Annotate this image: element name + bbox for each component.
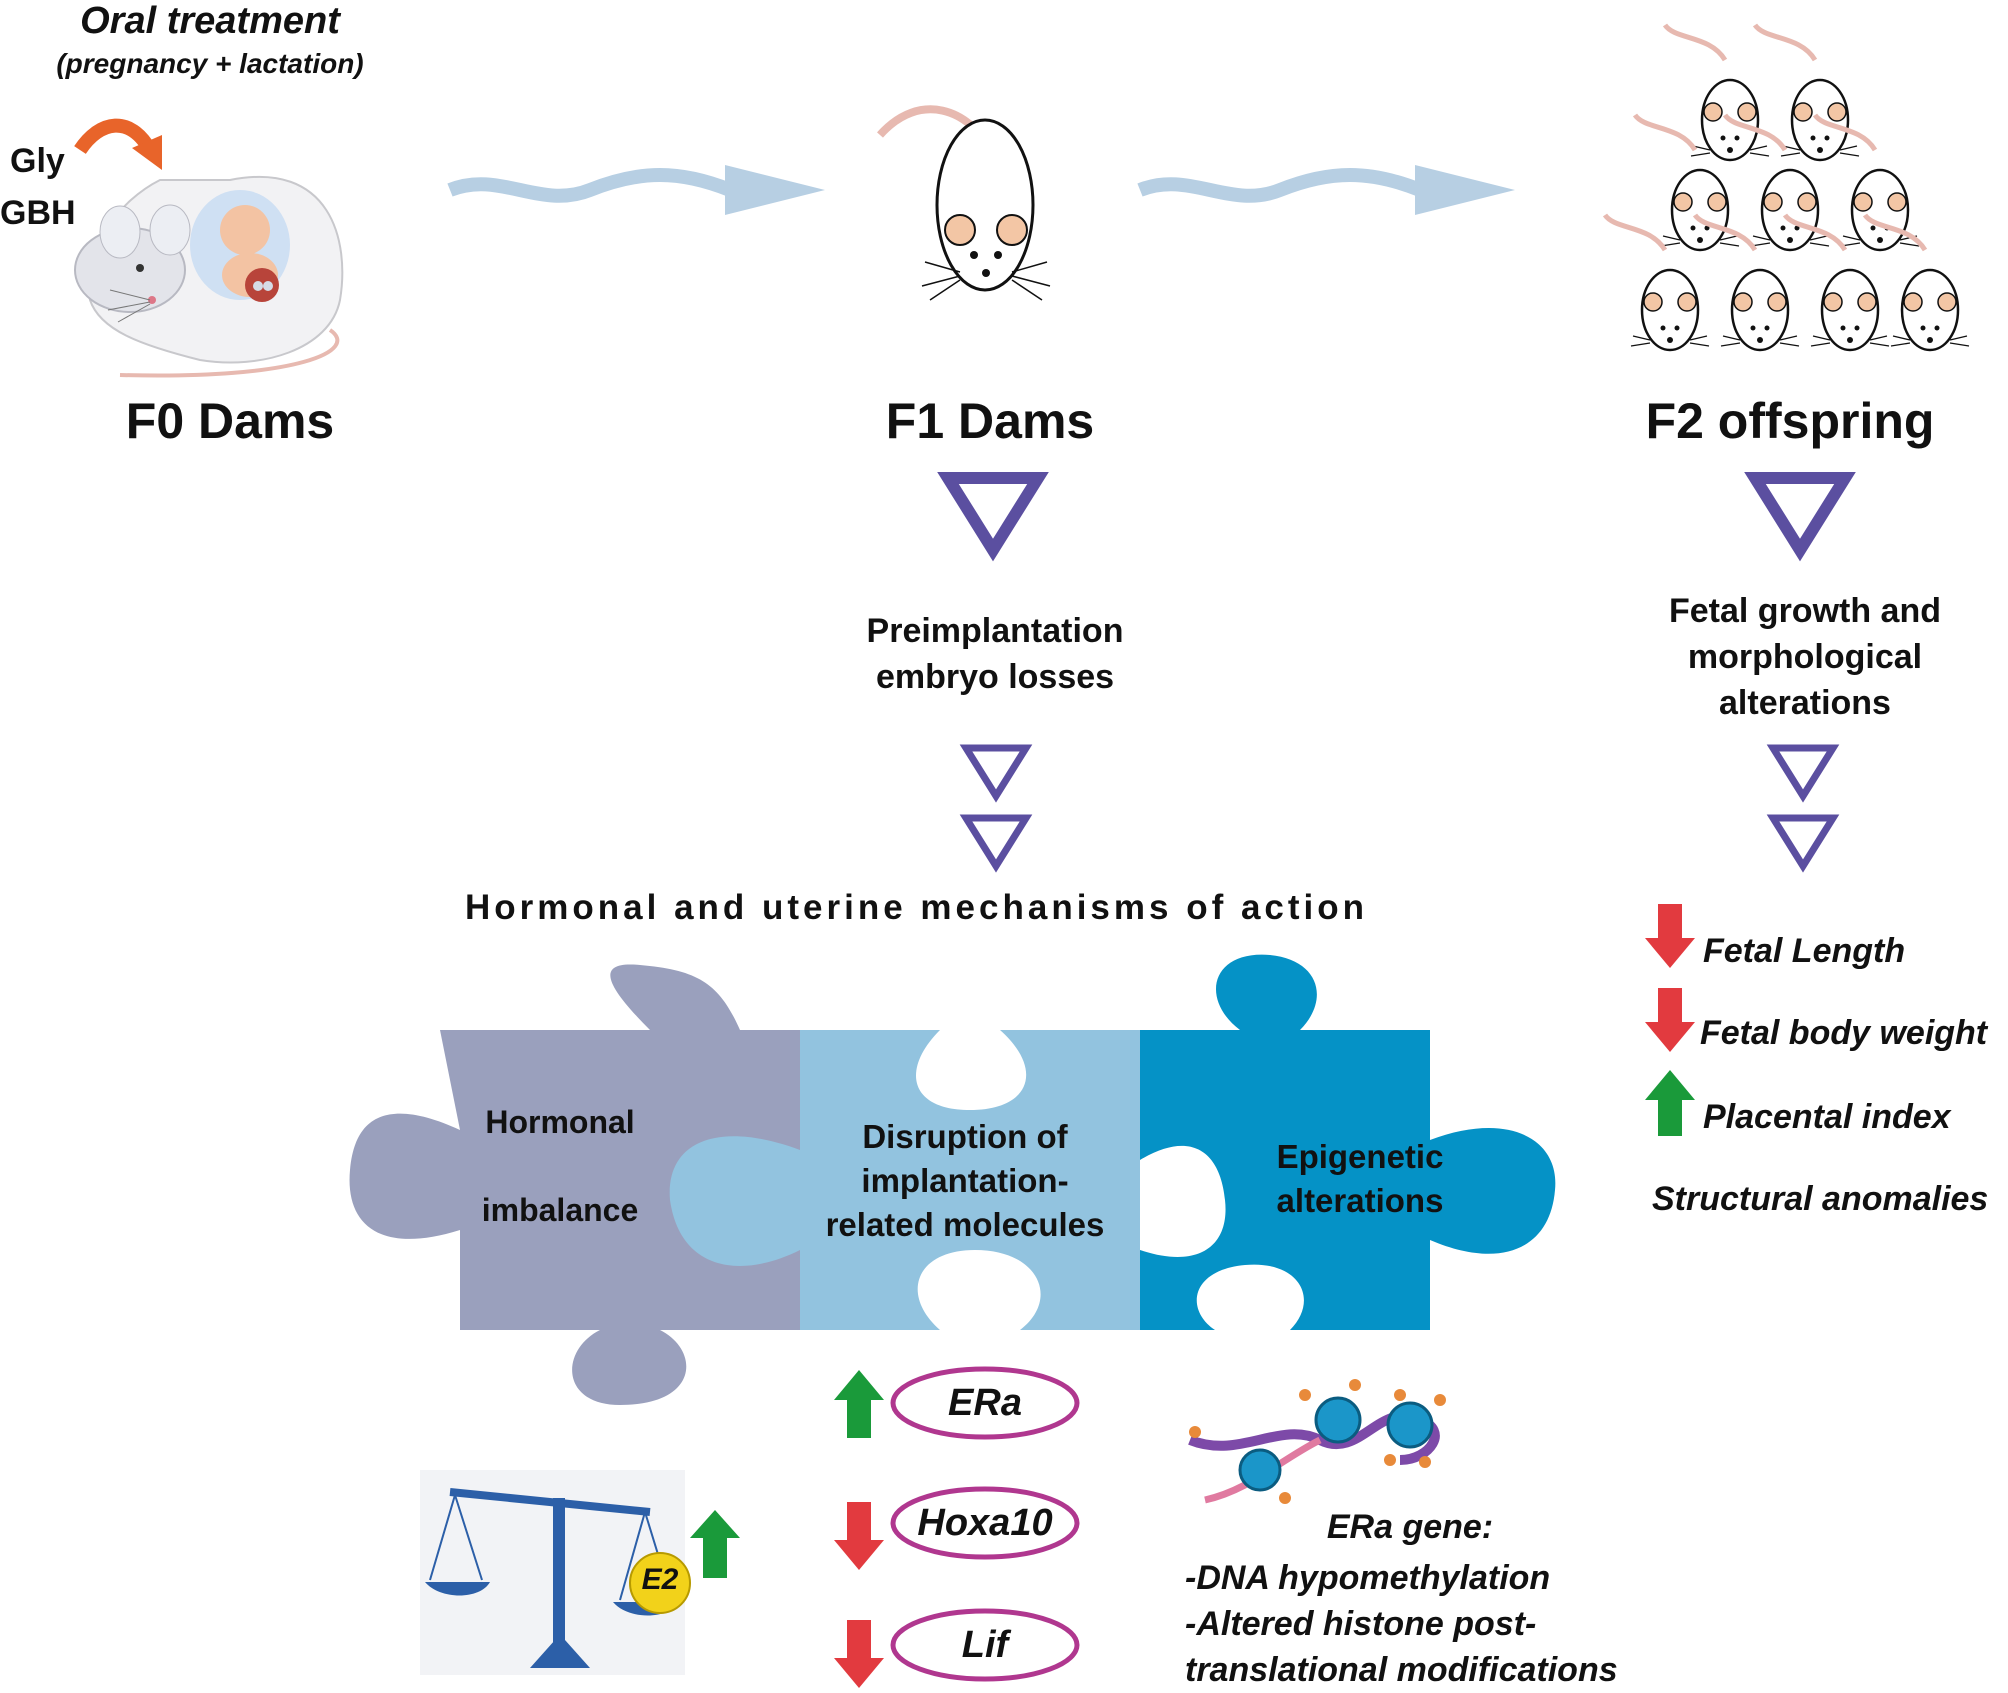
- piece1-line1: Hormonal: [485, 1104, 635, 1140]
- epigenetic-details: -DNA hypomethylation -Altered histone po…: [1185, 1555, 1618, 1693]
- gene-era-ellipse: [890, 1366, 1080, 1440]
- effect-fetal-body-weight: Fetal body weight: [1700, 1014, 1988, 1052]
- e2-up-arrow: [690, 1510, 740, 1578]
- f2-offspring-label: F2 offspring: [1645, 393, 1935, 449]
- piece1-line2: imbalance: [481, 1192, 639, 1228]
- treatment-arrowhead: [132, 135, 162, 170]
- e2-label: E2: [641, 1563, 679, 1596]
- epigenetic-gene-title: ERa gene:: [1326, 1508, 1494, 1546]
- gene-lif-down-arrow: [834, 1620, 884, 1688]
- piece2-line2: implantation-: [861, 1162, 1069, 1199]
- puzzle-piece-disruption: [669, 1030, 1140, 1330]
- treatment-title: Oral treatment: [80, 0, 340, 42]
- chromatin-illustration: [1188, 1379, 1446, 1504]
- f2-outcome-line2: morphological: [1687, 638, 1923, 676]
- f2-small-triangle-2: [1773, 818, 1833, 866]
- f2-outcome: Fetal growth and morphological alteratio…: [1620, 588, 1990, 726]
- effect-structural-anomalies: Structural anomalies: [1652, 1180, 1989, 1218]
- f0-pregnant-mouse-illustration: [74, 175, 344, 378]
- balance-scale-illustration: [420, 1470, 691, 1675]
- gene-era-up-arrow: [834, 1370, 884, 1438]
- piece2-line1: Disruption of: [862, 1118, 1068, 1155]
- f1-outcome-line1: Preimplantation: [866, 612, 1124, 650]
- f1-mouse-illustration: [877, 105, 1051, 301]
- f2-small-triangle-1: [1773, 748, 1833, 796]
- compound-gly: Gly: [10, 142, 65, 180]
- compound-gbh: GBH: [0, 194, 76, 232]
- f1-dams-label: F1 Dams: [885, 393, 1095, 449]
- f2-outcome-line1: Fetal growth and: [1669, 592, 1941, 630]
- epigenetic-line1: -DNA hypomethylation: [1185, 1559, 1551, 1597]
- gene-era-label: ERa: [948, 1382, 1022, 1424]
- f2-outcome-line3: alterations: [1719, 684, 1891, 722]
- effect-fetal-length: Fetal Length: [1703, 932, 1906, 970]
- wavy-arrow-f1-f2: [1137, 168, 1423, 203]
- f0-dams-label: F0 Dams: [125, 393, 335, 449]
- piece2-line3: related molecules: [825, 1206, 1105, 1243]
- piece3-line1: Epigenetic: [1276, 1138, 1444, 1175]
- f1-small-triangle-1: [966, 748, 1026, 796]
- piece2-text: Disruption of implantation- related mole…: [790, 1115, 1140, 1247]
- mechanisms-title: Hormonal and uterine mechanisms of actio…: [465, 888, 1369, 927]
- f2-mice-illustration: [1605, 25, 1969, 350]
- wavy-arrow-f0-f1: [447, 168, 733, 203]
- f2-big-triangle: [1755, 478, 1845, 550]
- gene-hoxa10-label: Hoxa10: [917, 1502, 1053, 1544]
- effect-placental-index: Placental index: [1703, 1098, 1951, 1136]
- wavy-arrowhead-f0-f1: [725, 165, 825, 215]
- f1-big-triangle: [948, 478, 1038, 550]
- f1-small-triangle-2: [966, 818, 1026, 866]
- gene-hoxa10-ellipse: [890, 1486, 1080, 1560]
- piece3-text: Epigenetic alterations: [1240, 1135, 1480, 1223]
- fetal-length-down-arrow: [1645, 904, 1695, 968]
- epigenetic-line3: translational modifications: [1185, 1651, 1618, 1689]
- gene-lif-ellipse: [890, 1608, 1080, 1682]
- gene-hoxa10-down-arrow: [834, 1502, 884, 1570]
- puzzle-piece-hormonal: [349, 964, 800, 1405]
- piece3-line2: alterations: [1276, 1182, 1444, 1219]
- treatment-subtitle: (pregnancy + lactation): [56, 48, 364, 79]
- fetal-weight-down-arrow: [1645, 988, 1695, 1052]
- treatment-arrow: [74, 118, 157, 155]
- placental-index-up-arrow: [1645, 1070, 1695, 1136]
- f1-outcome: Preimplantation embryo losses: [820, 608, 1170, 700]
- gene-lif-label: Lif: [961, 1624, 1009, 1666]
- epigenetic-line2: -Altered histone post-: [1185, 1605, 1537, 1643]
- wavy-arrowhead-f1-f2: [1415, 165, 1515, 215]
- f1-outcome-line2: embryo losses: [875, 658, 1115, 696]
- puzzle-piece-epigenetic: [1140, 954, 1556, 1330]
